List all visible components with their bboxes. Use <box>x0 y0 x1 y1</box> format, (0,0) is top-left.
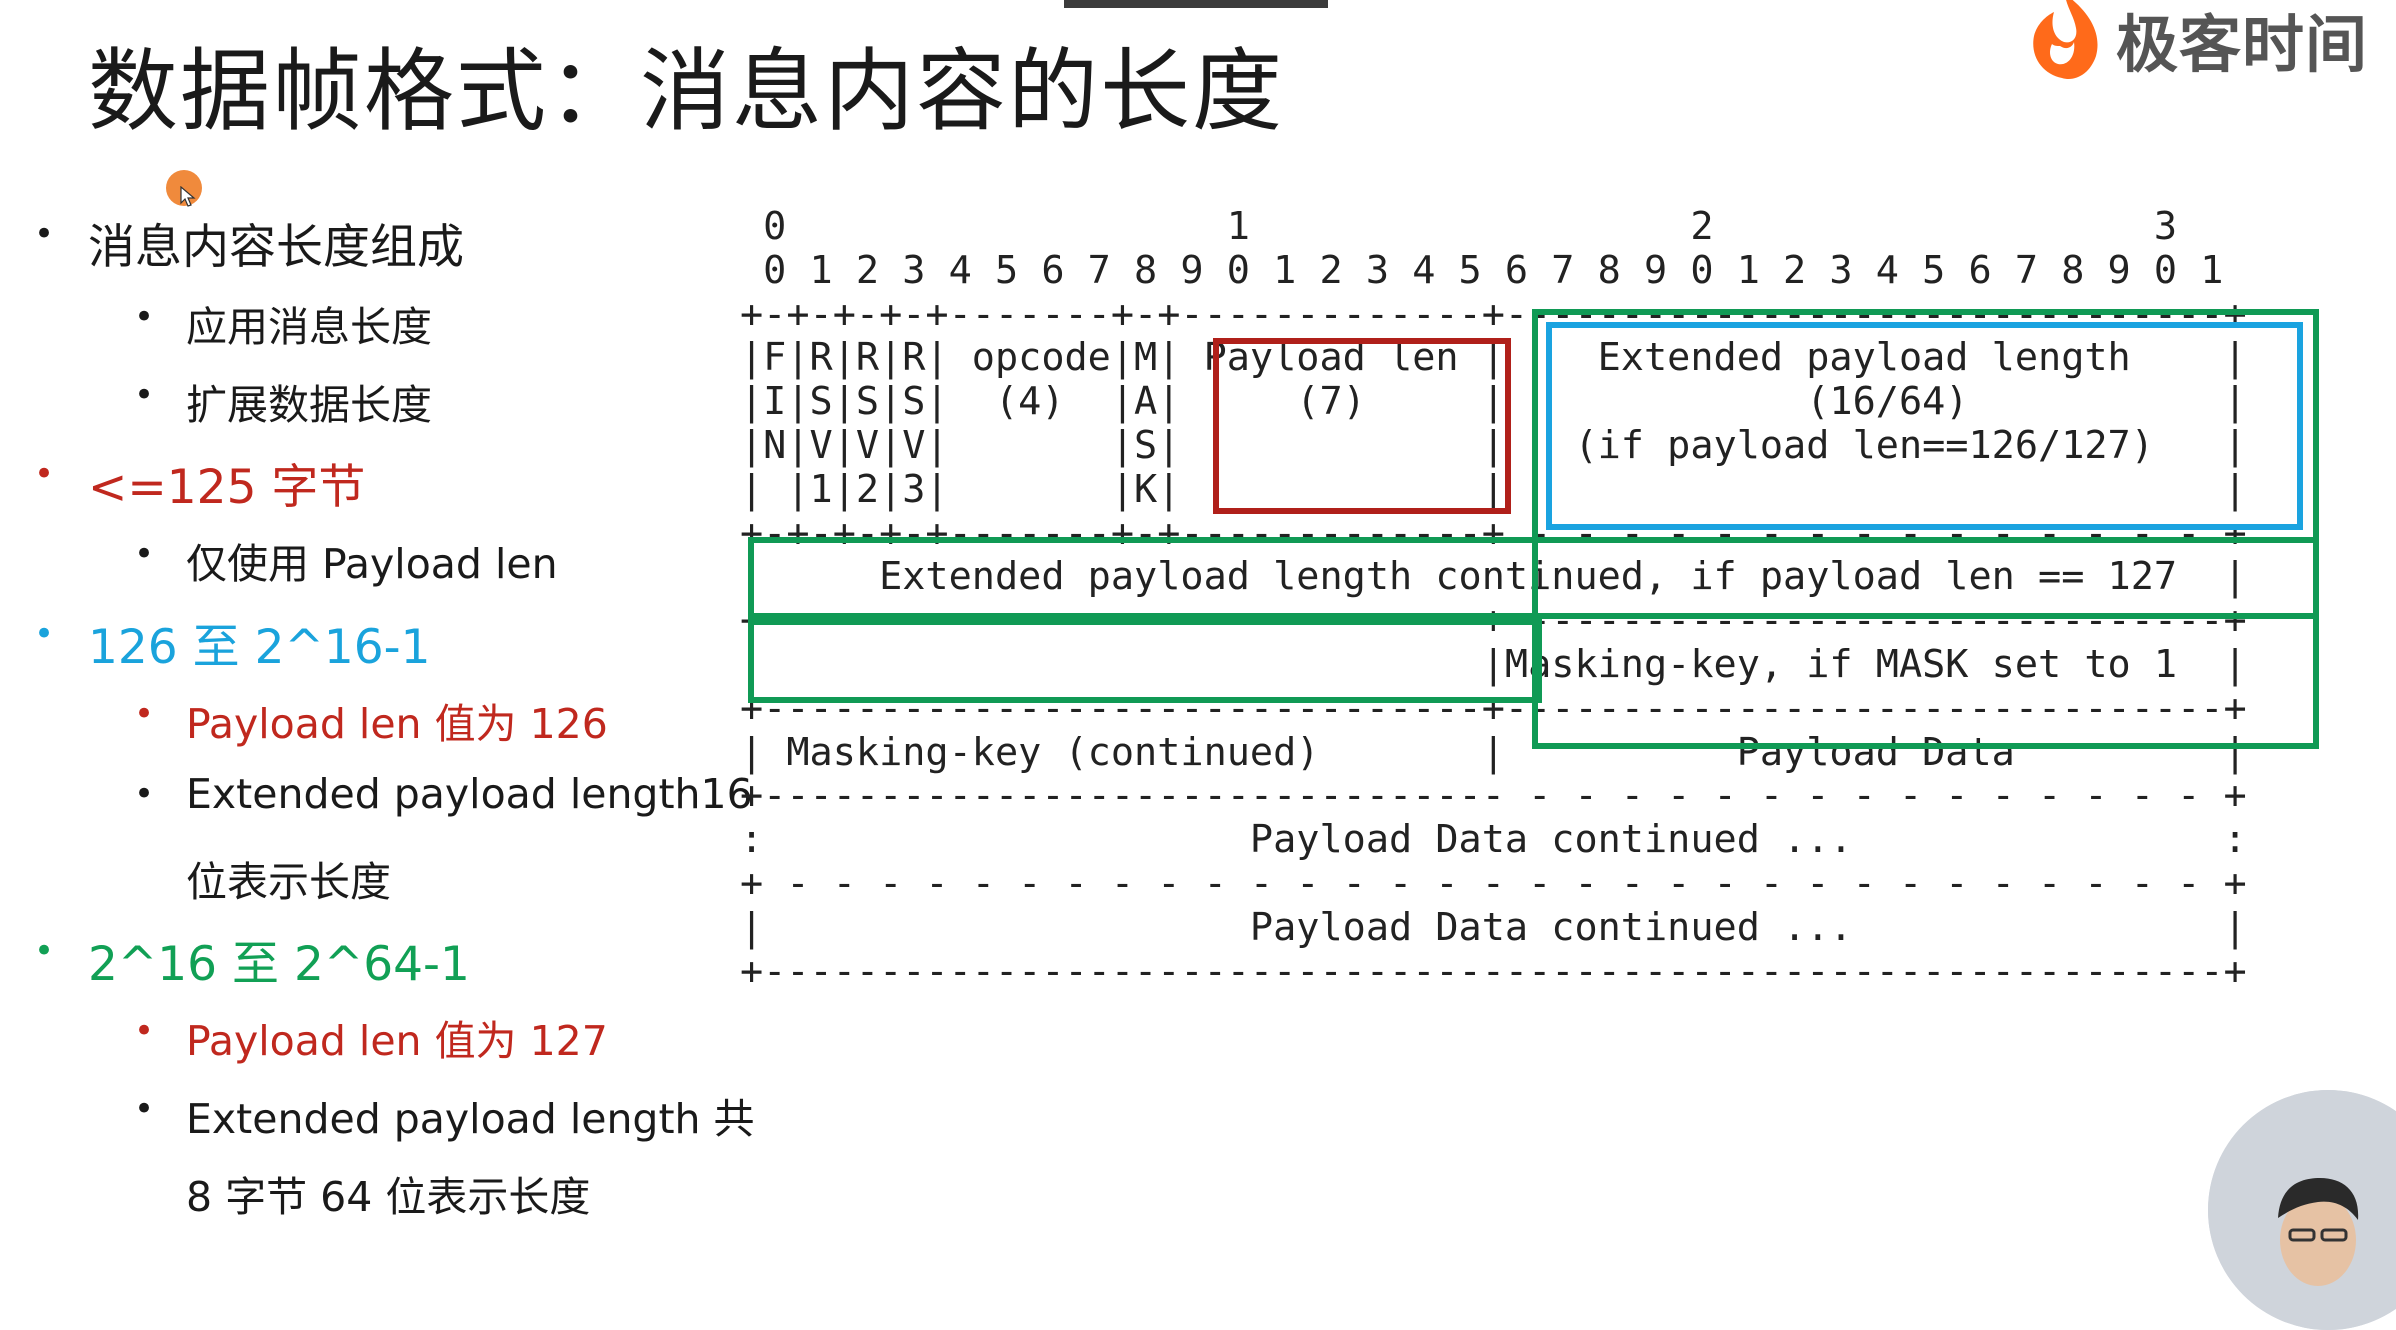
diagram-line: | Payload Data continued ... | <box>740 905 2247 950</box>
bullet-item: • Payload len 值为 126 <box>186 690 608 750</box>
bullet-dot-icon: • <box>134 534 154 574</box>
presenter-avatar-icon <box>2208 1090 2396 1330</box>
bullet-list: • 消息内容长度组成 • 应用消息长度 • 扩展数据长度 • <=125 字节 … <box>0 0 730 1229</box>
highlight-green-continued-row <box>748 537 2319 619</box>
bullet-text: 126 至 2^16-1 <box>88 620 431 675</box>
diagram-line: 0 1 2 3 <box>740 204 2177 249</box>
bullet-item: • 消息内容长度组成 <box>88 208 464 277</box>
bullet-dot-icon: • <box>34 454 54 494</box>
bullet-continuation: 8 字节 64 位表示长度 <box>186 1163 590 1223</box>
bullet-text: Extended payload length 共 <box>186 1095 755 1143</box>
bullet-item: • Extended payload length 共 <box>186 1085 755 1145</box>
bullet-item: • 126 至 2^16-1 <box>88 608 431 677</box>
logo-text: 极客时间 <box>2116 0 2368 84</box>
bullet-dot-icon: • <box>134 694 154 734</box>
bullet-dot-icon: • <box>134 297 154 337</box>
bullet-item: • Extended payload length16 <box>186 770 753 818</box>
diagram-line: 0 1 2 3 4 5 6 7 8 9 0 1 2 3 4 5 6 7 8 9 … <box>740 248 2223 293</box>
logo-flame-icon <box>2020 0 2110 86</box>
bullet-text: 扩展数据长度 <box>186 381 432 429</box>
bullet-dot-icon: • <box>34 614 54 654</box>
bullet-dot-icon: • <box>134 1089 154 1129</box>
bullet-item: • 2^16 至 2^64-1 <box>88 925 470 994</box>
bullet-dot-icon: • <box>134 375 154 415</box>
bullet-dot-icon: • <box>34 931 54 971</box>
bullet-text: Payload len 值为 126 <box>186 700 608 748</box>
highlight-blue-extended-length <box>1546 322 2303 530</box>
bullet-continuation: 位表示长度 <box>186 848 391 908</box>
bullet-text: Payload len 值为 127 <box>186 1017 608 1065</box>
highlight-green-continued-half <box>748 619 1542 703</box>
bullet-dot-icon: • <box>34 214 54 254</box>
bullet-text: 2^16 至 2^64-1 <box>88 937 470 992</box>
bullet-text: 仅使用 Payload len <box>186 540 558 588</box>
diagram-line: : Payload Data continued ... : <box>740 817 2247 862</box>
bullet-item: • <=125 字节 <box>88 448 365 517</box>
bullet-text: Extended payload length16 <box>186 770 753 818</box>
highlight-red-payload-len <box>1213 338 1511 514</box>
presenter-webcam <box>2208 1090 2396 1330</box>
bullet-text: <=125 字节 <box>88 460 365 515</box>
bullet-text: 应用消息长度 <box>186 303 432 351</box>
bullet-item: • 扩展数据长度 <box>186 371 432 431</box>
bullet-item: • Payload len 值为 127 <box>186 1007 608 1067</box>
websocket-frame-diagram: 0 1 2 3 0 1 2 3 4 5 6 7 8 9 0 1 2 3 4 5 … <box>740 205 2340 1005</box>
bullet-item: • 应用消息长度 <box>186 293 432 353</box>
diagram-line: + - - - - - - - - - - - - - - - - - - - … <box>740 861 2247 906</box>
bullet-text: 消息内容长度组成 <box>88 220 464 275</box>
bullet-dot-icon: • <box>134 774 154 814</box>
diagram-line: +-------------------------------- - - - … <box>740 773 2247 818</box>
bullet-item: • 仅使用 Payload len <box>186 530 558 590</box>
diagram-line: +---------------------------------------… <box>740 949 2247 994</box>
top-progress-bar <box>1064 0 1328 8</box>
brand-logo: 极客时间 <box>2020 0 2396 86</box>
bullet-text: 位表示长度 <box>186 858 391 906</box>
bullet-text: 8 字节 64 位表示长度 <box>186 1173 590 1221</box>
bullet-dot-icon: • <box>134 1011 154 1051</box>
